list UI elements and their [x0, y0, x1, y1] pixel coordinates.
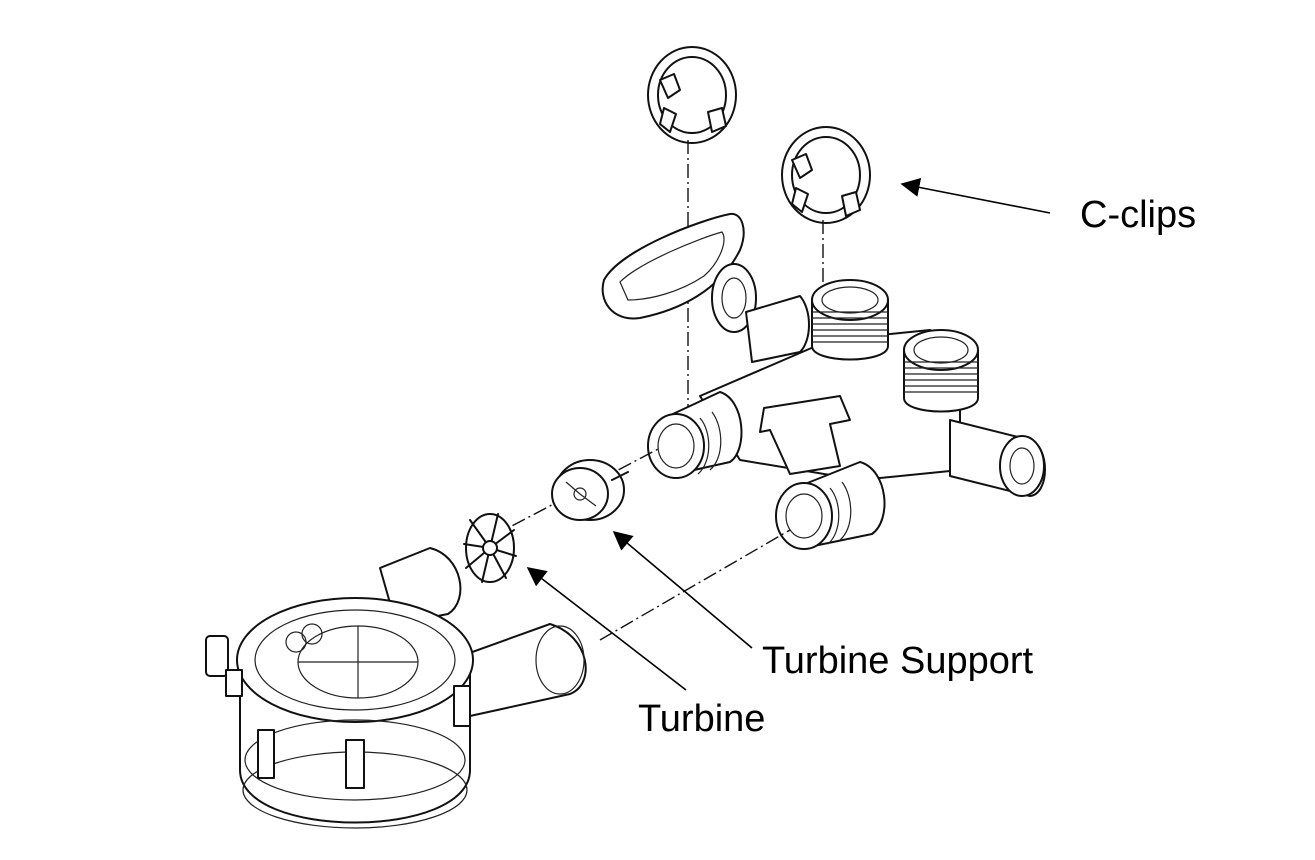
c-clip-left [647, 46, 737, 144]
turbine-support-leader [612, 530, 753, 649]
turbine-support-label: Turbine Support [762, 640, 1034, 682]
bypass-valve-body [647, 279, 1046, 550]
c-clip-right [781, 126, 871, 224]
turbine-leader [526, 567, 687, 691]
c-clips-leader [900, 177, 1051, 214]
c-clips-label: C-clips [1080, 194, 1197, 236]
turbine-support [551, 459, 629, 521]
turbine-label: Turbine [638, 698, 766, 740]
bypass-handle [601, 212, 810, 363]
turbine [463, 513, 517, 583]
meter-housing [205, 547, 587, 829]
